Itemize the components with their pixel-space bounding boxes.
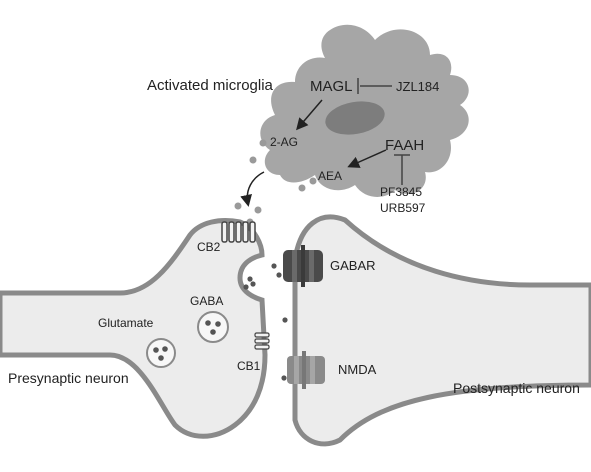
molecule: [309, 177, 317, 185]
microglia-nucleus: [325, 101, 385, 135]
gaba-molecule: [250, 281, 256, 287]
label-magl: MAGL: [310, 78, 353, 95]
nmda-receptor: [287, 351, 325, 389]
magl-to-2ag-arrow: [296, 99, 323, 131]
gaba-vesicle: [197, 311, 229, 343]
cb1-receptor: [254, 332, 270, 350]
glutamate-vesicle: [146, 338, 176, 368]
gaba-molecule: [243, 284, 249, 290]
gaba-molecule: [247, 276, 253, 282]
gabar-receptor: [283, 245, 323, 287]
molecule: [298, 184, 306, 192]
label-postsynaptic-neuron: Postsynaptic neuron: [453, 380, 580, 396]
gaba-molecule: [271, 263, 277, 269]
gaba-molecule: [281, 375, 287, 381]
label-gabar: GABAR: [330, 258, 376, 273]
molecule: [254, 206, 262, 214]
postsynaptic-neuron: [292, 214, 591, 447]
label-activated-microglia: Activated microglia: [147, 77, 274, 94]
molecule: [234, 202, 242, 210]
label-cb2: CB2: [197, 240, 221, 254]
cb2-receptor: [221, 221, 256, 243]
label-nmda: NMDA: [338, 362, 377, 377]
molecule: [249, 156, 257, 164]
label-cb1: CB1: [237, 359, 261, 373]
faah-to-aea-arrow: [347, 149, 387, 168]
molecule: [259, 139, 267, 147]
label-aea: AEA: [318, 169, 342, 183]
presynaptic-neuron: [0, 218, 268, 439]
label-presynaptic-neuron: Presynaptic neuron: [8, 370, 129, 386]
label-urb597: URB597: [380, 201, 426, 215]
label-pf3845: PF3845: [380, 185, 422, 199]
label-gaba: GABA: [190, 294, 223, 308]
gaba-molecule: [276, 272, 282, 278]
release-arrow: [240, 171, 265, 207]
gaba-molecule: [282, 317, 288, 323]
label-glutamate: Glutamate: [98, 316, 154, 330]
label-faah: FAAH: [385, 137, 424, 154]
label-2ag: 2-AG: [270, 135, 298, 149]
label-jzl184: JZL184: [396, 79, 439, 94]
